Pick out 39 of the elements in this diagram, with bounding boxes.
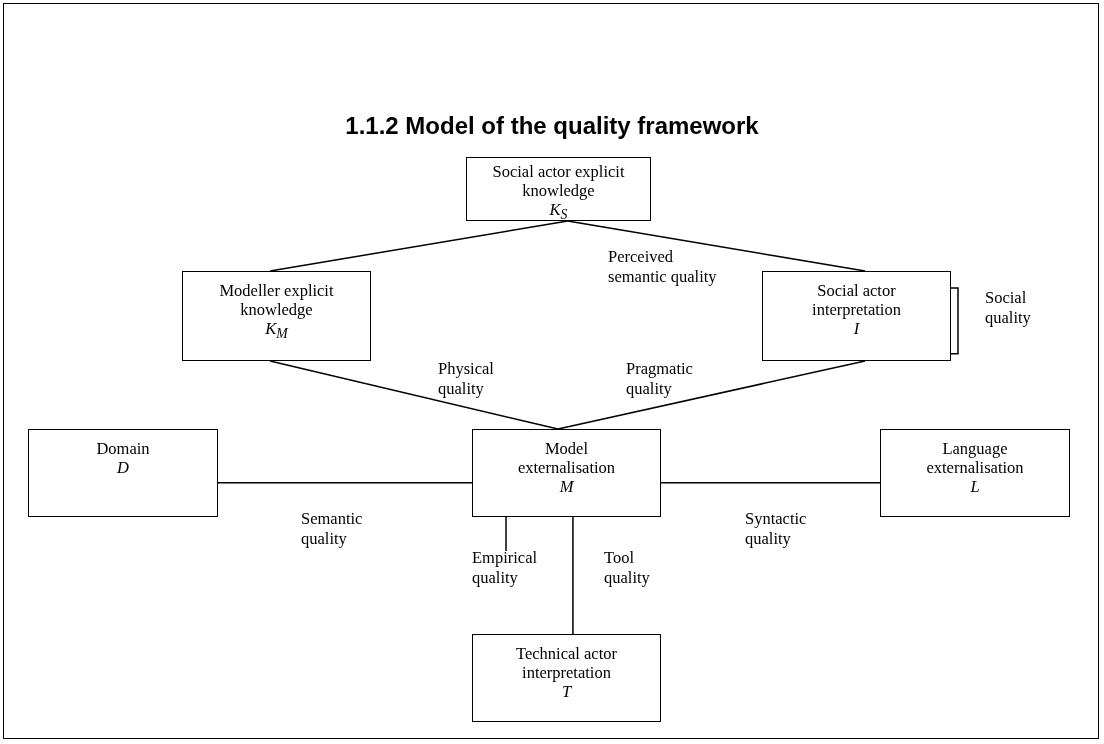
concept-box	[472, 634, 661, 722]
edge-label: Perceived semantic quality	[608, 247, 717, 286]
box-label: Social actor explicit knowledge	[491, 162, 626, 200]
connector-line	[572, 516, 574, 635]
bracket-connector	[950, 287, 959, 355]
connector-line	[505, 516, 507, 552]
box-label: Social actor interpretation	[811, 281, 902, 319]
connector-line	[217, 481, 473, 484]
symbol-label: K$_{S}$	[548, 200, 569, 225]
edge-label: Social quality	[985, 288, 1031, 327]
symbol-label: M	[558, 477, 575, 496]
connector-line	[269, 360, 559, 430]
edge-label: Syntactic quality	[745, 509, 807, 548]
symbol-label: T	[560, 682, 573, 701]
concept-box	[182, 271, 371, 361]
symbol-label: K$_{M}$	[264, 319, 289, 344]
diagram-title: 1.1.2 Model of the quality framework	[344, 112, 760, 140]
symbol-label: D	[116, 458, 130, 477]
concept-box	[762, 271, 951, 361]
box-label: Modeller explicit knowledge	[218, 281, 335, 319]
edge-label: Semantic quality	[301, 509, 363, 548]
box-label: Technical actor interpretation	[515, 644, 618, 682]
concept-box	[472, 429, 661, 517]
concept-box	[880, 429, 1070, 517]
connector-line	[660, 481, 881, 484]
concept-box	[466, 157, 651, 221]
connector-line	[557, 360, 866, 430]
edge-label: Pragmatic quality	[626, 359, 693, 398]
edge-label: Tool quality	[604, 548, 650, 587]
connector-line	[269, 220, 569, 272]
concept-box	[28, 429, 218, 517]
edge-label: Empirical quality	[472, 548, 538, 587]
connector-line	[567, 220, 866, 272]
box-label: Domain	[95, 439, 151, 458]
symbol-label: L	[969, 477, 981, 496]
symbol-label: I	[852, 319, 861, 338]
edge-label: Physical quality	[438, 359, 494, 398]
box-label: Language externalisation	[925, 439, 1025, 477]
box-label: Model externalisation	[516, 439, 617, 477]
